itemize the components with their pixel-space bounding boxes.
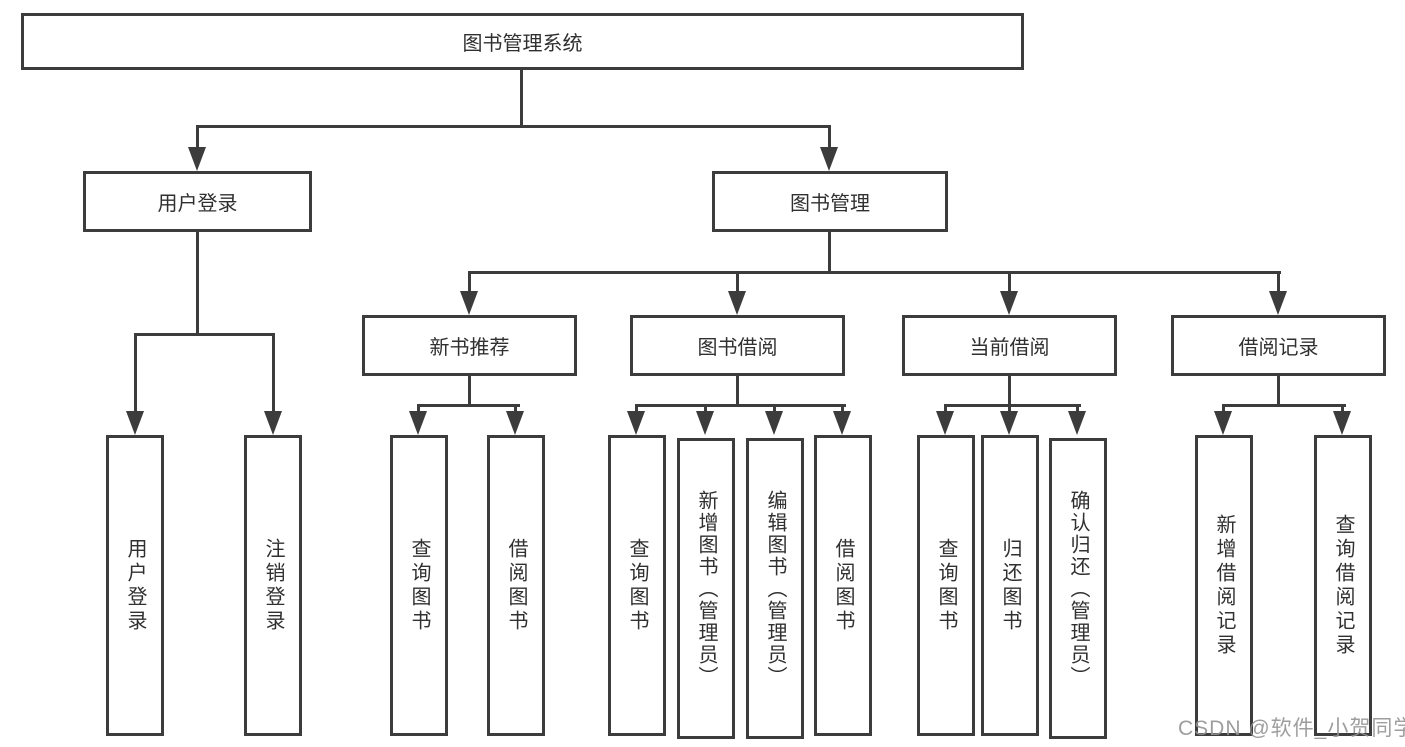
connector-arrow (1269, 291, 1287, 315)
connector-arrow (126, 411, 144, 435)
connector-arrow (765, 411, 783, 435)
node-label: 新增图书（管理员） (695, 489, 717, 688)
connector-arrow (1214, 411, 1232, 435)
leaf-query-books-current: 查询图书 (917, 435, 975, 736)
connector-vline (1076, 404, 1079, 415)
node-label: 编辑图书（管理员） (764, 489, 786, 688)
leaf-query-books-borrowing: 查询图书 (608, 435, 666, 736)
connector-arrow (409, 411, 427, 435)
connector-vline (1008, 271, 1011, 293)
connector-vline (704, 404, 707, 415)
connector-vline (1277, 376, 1280, 407)
connector-hline (196, 125, 831, 128)
connector-vline (828, 230, 831, 274)
connector-arrow (1000, 411, 1018, 435)
connector-arrow (627, 411, 645, 435)
leaf-logout-login: 注销登录 (244, 435, 302, 736)
leaf-user-login: 用户登录 (106, 435, 164, 736)
connector-vline (944, 404, 947, 415)
node-borrowing-records: 借阅记录 (1171, 315, 1386, 376)
node-label: 查询图书 (935, 537, 957, 634)
node-label: 查询借阅记录 (1332, 513, 1354, 658)
node-label: 借阅图书 (832, 537, 854, 634)
node-label: 新书推荐 (429, 337, 510, 359)
csdn-watermark: CSDN @软件_小贺同学 (1178, 717, 1405, 740)
connector-vline (468, 271, 471, 293)
connector-arrow (1000, 291, 1018, 315)
connector-arrow (820, 147, 838, 171)
node-library-management-system: 图书管理系统 (21, 13, 1024, 70)
node-label: 借阅图书 (505, 537, 527, 634)
node-user-login: 用户登录 (83, 171, 312, 232)
node-label: 图书管理 (790, 193, 870, 215)
connector-arrow (1333, 411, 1351, 435)
connector-arrow (264, 411, 282, 435)
connector-hline (944, 404, 1081, 407)
connector-vline (736, 376, 739, 407)
connector-vline (134, 333, 137, 413)
node-label: 图书管理系统 (462, 33, 583, 55)
node-label: 查询图书 (408, 537, 430, 634)
connector-vline (635, 404, 638, 415)
node-label: 新增借阅记录 (1213, 513, 1235, 658)
node-label: 当前借阅 (969, 337, 1050, 359)
leaf-confirm-return-admin: 确认归还（管理员） (1049, 438, 1107, 739)
connector-vline (1277, 271, 1280, 293)
node-new-book-recommend: 新书推荐 (362, 315, 577, 376)
connector-arrow (506, 411, 524, 435)
connector-vline (736, 271, 739, 293)
leaf-query-borrow-record: 查询借阅记录 (1314, 435, 1372, 736)
node-label: 用户登录 (124, 537, 146, 634)
node-label: 借阅记录 (1238, 337, 1319, 359)
node-label: 图书借阅 (697, 337, 778, 359)
connector-arrow (460, 291, 478, 315)
node-label: 注销登录 (262, 537, 284, 634)
connector-vline (1222, 404, 1225, 415)
connector-hline (1222, 404, 1346, 407)
leaf-return-books: 归还图书 (981, 435, 1039, 736)
connector-arrow (1068, 411, 1086, 435)
connector-arrow (936, 411, 954, 435)
connector-hline (468, 271, 1281, 274)
leaf-add-borrow-record: 新增借阅记录 (1195, 435, 1253, 736)
node-book-management: 图书管理 (712, 171, 948, 232)
node-label: 归还图书 (999, 537, 1021, 634)
connector-arrow (833, 411, 851, 435)
connector-vline (468, 376, 471, 407)
connector-hline (635, 404, 846, 407)
leaf-borrow-books-recommend: 借阅图书 (487, 435, 545, 736)
node-current-borrowing: 当前借阅 (902, 315, 1117, 376)
connector-vline (1008, 404, 1011, 415)
connector-vline (417, 404, 420, 415)
node-label: 用户登录 (157, 193, 238, 215)
connector-vline (272, 333, 275, 413)
connector-vline (196, 230, 199, 336)
node-label: 查询图书 (626, 537, 648, 634)
connector-arrow (696, 411, 714, 435)
leaf-add-book-admin: 新增图书（管理员） (677, 438, 735, 739)
node-label: 确认归还（管理员） (1067, 489, 1089, 688)
connector-vline (1008, 376, 1011, 407)
connector-vline (773, 404, 776, 415)
node-book-borrowing: 图书借阅 (630, 315, 845, 376)
connector-arrow (728, 291, 746, 315)
connector-vline (520, 68, 523, 127)
leaf-query-books-recommend: 查询图书 (390, 435, 448, 736)
connector-vline (1341, 404, 1344, 415)
connector-vline (828, 125, 831, 149)
leaf-borrow-books-borrowing: 借阅图书 (814, 435, 872, 736)
connector-arrow (188, 147, 206, 171)
connector-hline (134, 333, 275, 336)
connector-vline (841, 404, 844, 415)
connector-vline (514, 404, 517, 415)
leaf-edit-book-admin: 编辑图书（管理员） (746, 438, 804, 739)
connector-hline (417, 404, 520, 407)
connector-vline (196, 125, 199, 149)
